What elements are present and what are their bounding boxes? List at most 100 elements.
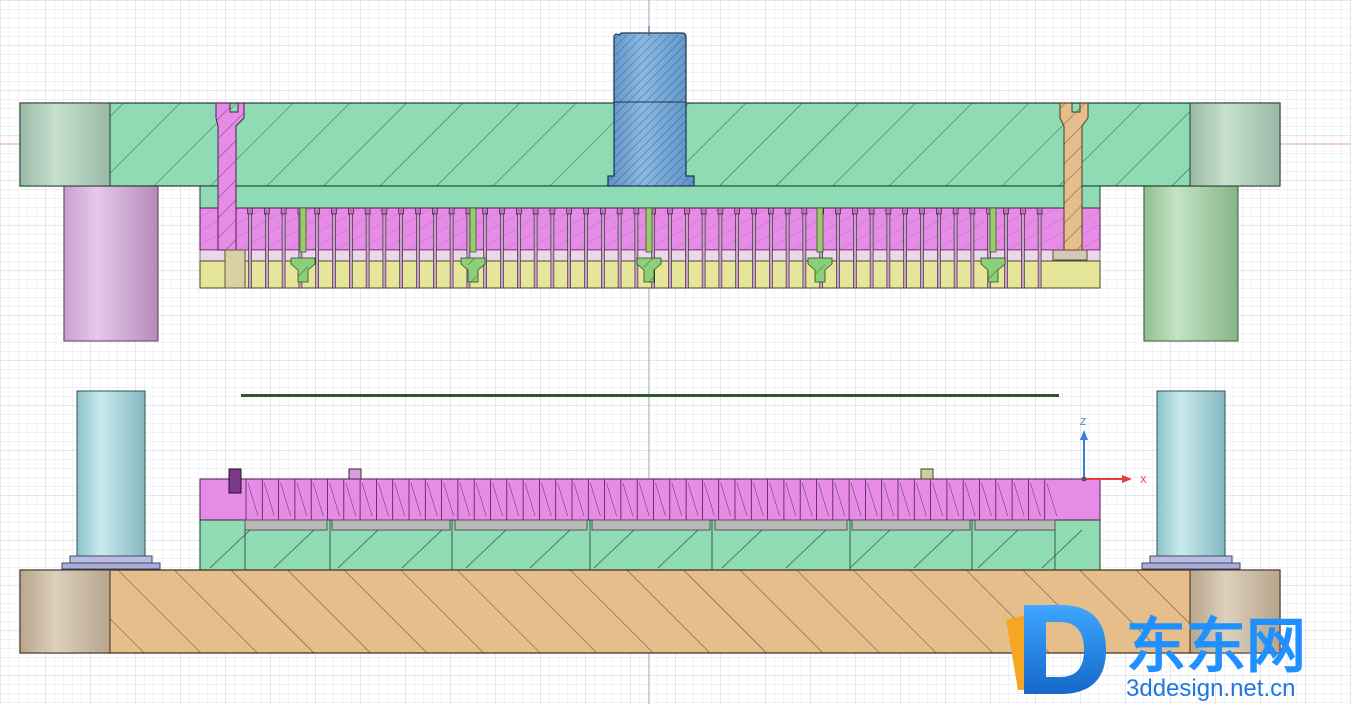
punch [280,207,287,289]
punch [868,207,875,289]
die-cavity [913,479,927,520]
upper-plate-right-block [1189,102,1281,187]
punch [734,207,741,289]
watermark-logo-icon [1006,605,1106,694]
die-cavity [636,479,650,520]
die-cavity [620,479,634,520]
punch [751,207,757,289]
punch [448,207,455,289]
punch [431,207,438,289]
section-hatch [977,529,1019,569]
punch [331,207,337,289]
die-cavity [734,479,748,520]
punch [801,207,808,289]
punch [415,207,421,289]
stripper-bolt [807,207,833,283]
punch [1036,207,1043,289]
axis-triad-icon [1080,430,1132,483]
punch [667,207,673,289]
die-cavity [1028,479,1041,520]
die-cavity [1011,479,1025,520]
die-cavity [865,479,878,520]
die-cavity [408,479,422,520]
die-cavity [718,479,731,520]
die-cavity [441,479,454,520]
die-cavity [783,479,797,520]
die-cavity [473,479,487,520]
punch [583,207,589,289]
punch [835,207,841,289]
die-cavity [392,479,405,520]
die-cavity [587,479,601,520]
lower-plate-right-block [1189,569,1281,654]
material-strip [241,394,1059,397]
punch [919,207,925,289]
watermark-brand: 东东网 [1126,612,1306,682]
die-cavity [522,479,536,520]
punch [717,207,724,289]
section-hatch [849,529,891,569]
die-cavity [424,479,438,520]
stripper-bolts [290,207,1006,283]
die-cavity [539,479,552,520]
die-cavity [327,479,340,520]
die-cavity [816,479,829,520]
die-cavity [702,479,715,520]
die-cavity [897,479,911,520]
section-hatch [337,529,379,569]
punch [885,207,892,289]
die-cavity [571,479,585,520]
punch [314,207,321,289]
section-hatch [529,529,571,569]
punch [599,207,606,289]
punch [515,207,522,289]
die-cavity [832,479,846,520]
die-cavity [294,479,308,520]
upper-plate-left-block [19,102,111,187]
die-cavity [490,479,503,520]
guide-post-left [61,390,161,570]
die-cavity [669,479,683,520]
guide-post-right [1141,390,1241,570]
punch [969,207,976,289]
upper-guide-bushing-right [1143,185,1239,342]
stripper-bolt [460,207,486,283]
die-cavity [979,479,992,520]
axis-x-label: X [1140,475,1147,486]
die-inserts [244,519,1056,531]
section-hatch [401,529,443,569]
punch [549,207,556,289]
upper-backing-plate [199,185,1101,209]
punch [784,207,791,289]
die-cavity [930,479,943,520]
punch [381,207,388,289]
die-plate-cavities [245,479,1057,520]
die-cavity [799,479,813,520]
section-hatch [913,529,955,569]
die-cavity [848,479,862,520]
die-cavity [278,479,291,520]
die-cavity [375,479,389,520]
die-plate [199,478,1101,521]
die-cavity [750,479,764,520]
die-cavity [457,479,471,520]
punch [398,207,405,289]
die-cavity [1044,479,1057,520]
stripper-bolt [290,207,316,283]
section-hatch [1041,529,1083,569]
die-cavity [946,479,960,520]
stripper-bolt [636,207,662,283]
die-cavity [604,479,617,520]
die-cavity [767,479,780,520]
punch [566,207,573,289]
axis-z-label: Z [1080,417,1086,428]
left-stripper-bolt-hatch [216,103,244,250]
die-cavity [881,479,894,520]
upper-guide-bushing-left [63,185,159,342]
punch [499,207,505,289]
punch [700,207,707,289]
die-cavity [343,479,357,520]
pilot-pin-2 [920,468,934,480]
stripper-bolt [980,207,1006,283]
